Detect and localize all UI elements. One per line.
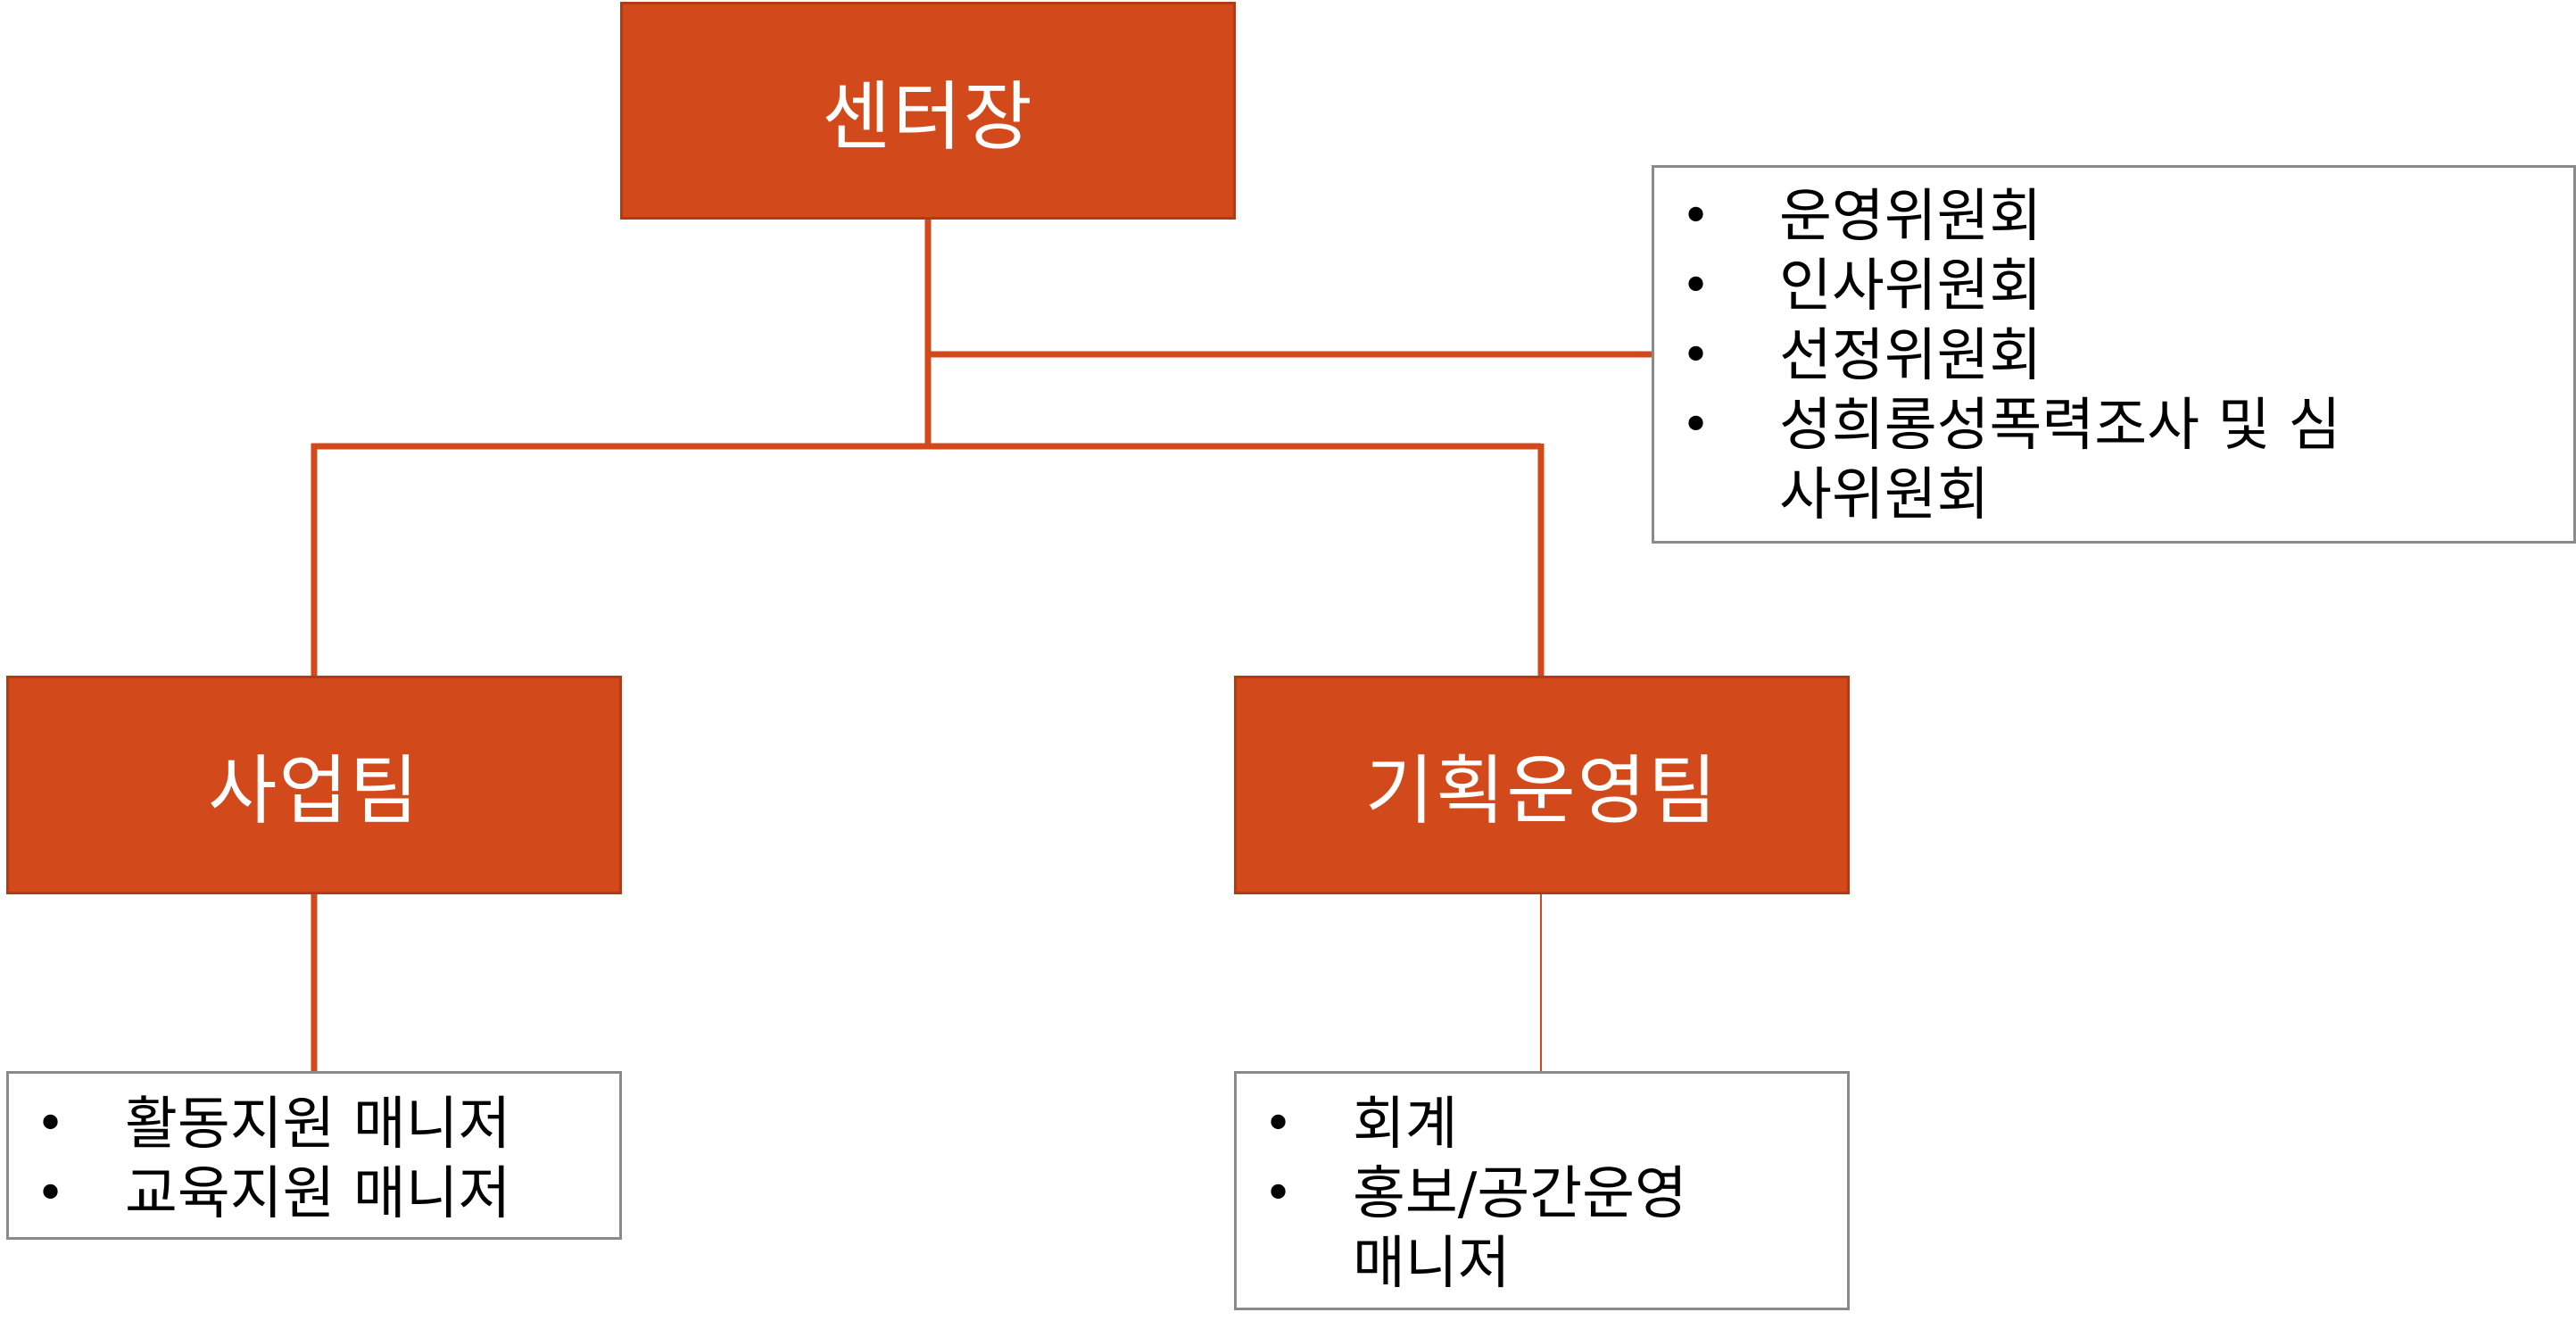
list-item: • 활동지원 매니저 <box>9 1090 619 1159</box>
bullet-icon: • <box>1263 1165 1294 1223</box>
business-team-list: • 활동지원 매니저 • 교육지원 매니저 <box>9 1090 619 1229</box>
list-item: • 회계 <box>1237 1090 1847 1159</box>
business-item-label: 교육지원 매니저 <box>125 1161 511 1227</box>
bullet-icon: • <box>36 1165 66 1223</box>
list-item: • 성희롱성폭력조사 및 심사위원회 <box>1654 391 2350 530</box>
committees-list-box: • 운영위원회 • 인사위원회 • 선정위원회 • 성희롱성폭력조사 및 심사위… <box>1652 165 2576 544</box>
bullet-icon: • <box>1263 1095 1294 1153</box>
bullet-icon: • <box>1681 257 1711 315</box>
planning-team-label: 기획운영팀 <box>1364 747 1719 835</box>
committee-item-label: 인사위원회 <box>1779 253 2042 320</box>
business-team-box: 사업팀 <box>6 676 622 894</box>
business-team-list-box: • 활동지원 매니저 • 교육지원 매니저 <box>6 1071 622 1240</box>
list-item: • 교육지원 매니저 <box>9 1159 619 1229</box>
planning-team-box: 기획운영팀 <box>1234 676 1850 894</box>
planning-team-list-box: • 회계 • 홍보/공간운영 매니저 <box>1234 1071 1850 1310</box>
list-item: • 홍보/공간운영 매니저 <box>1237 1159 1727 1299</box>
bullet-icon: • <box>36 1095 66 1153</box>
business-team-label: 사업팀 <box>208 747 420 835</box>
planning-team-list: • 회계 • 홍보/공간운영 매니저 <box>1237 1090 1847 1299</box>
committee-item-label: 선정위원회 <box>1779 323 2042 389</box>
bullet-icon: • <box>1681 327 1711 385</box>
planning-item-label: 회계 <box>1353 1092 1458 1158</box>
committee-item-label: 성희롱성폭력조사 및 심사위원회 <box>1779 393 2341 528</box>
list-item: • 인사위원회 <box>1654 252 2573 321</box>
bullet-icon: • <box>1681 396 1711 454</box>
list-item: • 운영위원회 <box>1654 182 2573 252</box>
list-item: • 선정위원회 <box>1654 321 2573 391</box>
committee-item-label: 운영위원회 <box>1779 184 2042 250</box>
director-label: 센터장 <box>822 72 1034 161</box>
director-box: 센터장 <box>620 2 1236 220</box>
bullet-icon: • <box>1681 187 1711 245</box>
planning-item-label: 홍보/공간운영 매니저 <box>1353 1161 1687 1297</box>
business-item-label: 활동지원 매니저 <box>125 1092 511 1158</box>
committees-list: • 운영위원회 • 인사위원회 • 선정위원회 • 성희롱성폭력조사 및 심사위… <box>1654 182 2573 530</box>
